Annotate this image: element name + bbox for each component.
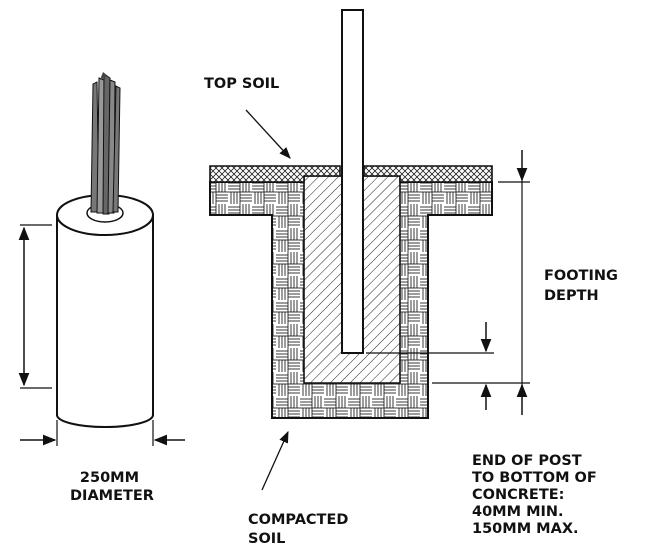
height-dimension [18, 224, 52, 389]
cylinder-footing [56, 194, 154, 428]
end-of-post-label: END OF POST TO BOTTOM OF CONCRETE: 40MM … [472, 453, 602, 537]
top-soil-label: TOP SOIL [204, 76, 279, 92]
post-bundle [90, 72, 121, 215]
footing-depth-dimension [432, 150, 530, 415]
diameter-dimension [20, 420, 185, 446]
diameter-label: 250MM DIAMETER [70, 470, 154, 504]
compacted-soil-label: COMPACTED SOIL [248, 512, 353, 547]
compacted-soil-leader [261, 430, 289, 491]
footing-depth-label: FOOTING DEPTH [544, 268, 623, 304]
post-section [341, 9, 364, 354]
top-soil-leader [245, 109, 291, 159]
end-of-post-dimension [366, 322, 494, 410]
